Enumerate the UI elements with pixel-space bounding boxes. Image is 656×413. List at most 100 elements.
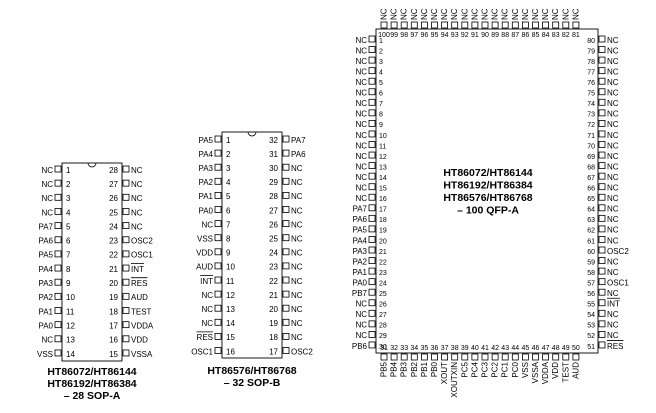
sop28-body — [61, 162, 123, 362]
pin-label: NC — [481, 8, 490, 20]
pin-box — [390, 353, 398, 361]
pin-label: NC — [291, 206, 303, 215]
pin-label: AUD — [131, 293, 148, 302]
pin1-notch — [247, 131, 257, 137]
pin-label: NC — [607, 268, 619, 277]
pin-number: 23 — [379, 270, 387, 277]
pin-number: 70 — [587, 143, 595, 150]
pin-box — [598, 267, 606, 275]
pin-number: 12 — [66, 321, 75, 330]
pin-number: 31 — [380, 345, 388, 352]
package-title: HT86576/HT86768 — [443, 192, 532, 204]
pin-label: PA6 — [352, 215, 367, 224]
pin-box — [368, 278, 376, 286]
pin-label: NC — [607, 131, 619, 140]
pin-label: RES — [131, 279, 147, 288]
pin-box — [54, 222, 62, 230]
pin-number: 30 — [379, 344, 387, 351]
pin-box — [282, 149, 290, 157]
pin-label: NC — [607, 67, 619, 76]
pin-number: 85 — [532, 32, 540, 39]
pin-number: 67 — [587, 175, 595, 182]
pin-label: NC — [531, 8, 540, 20]
pin-box — [282, 234, 290, 242]
pin-label: NC — [355, 89, 367, 98]
pin-number: 36 — [431, 345, 439, 352]
pin-label: PA7 — [38, 222, 53, 231]
pin-label: NC — [607, 194, 619, 203]
pin-number: 71 — [587, 133, 595, 140]
pin-number: 27 — [269, 206, 278, 215]
pin-box — [400, 353, 408, 361]
pin-box — [562, 353, 570, 361]
pin-label: XOUT — [440, 362, 449, 384]
pin-box — [598, 341, 606, 349]
pin-number: 86 — [522, 32, 530, 39]
pin-box — [122, 335, 130, 343]
pin-number: 95 — [431, 32, 439, 39]
pin-number: 99 — [390, 32, 398, 39]
pin-label: INT — [607, 300, 620, 309]
pin-number: 21 — [109, 265, 118, 274]
pin-number: 20 — [379, 238, 387, 245]
pin-label: NC — [440, 8, 449, 20]
pin-number: 28 — [269, 192, 278, 201]
pin-label: NC — [607, 289, 619, 298]
pin-number: 21 — [269, 291, 278, 300]
pin-number: 19 — [109, 293, 118, 302]
pin-box — [368, 77, 376, 85]
pin-box — [598, 278, 606, 286]
pin-box — [54, 292, 62, 300]
pin-label: NC — [607, 57, 619, 66]
pin-label: PC1 — [501, 361, 510, 377]
pin-box — [598, 46, 606, 53]
pin-number: 2 — [66, 180, 71, 189]
pin-label: NC — [380, 8, 389, 20]
pin-box — [54, 335, 62, 343]
pin-label: NC — [511, 8, 520, 20]
pin-number: 97 — [410, 32, 418, 39]
pin-label: NC — [607, 78, 619, 87]
pin-label: NC — [521, 8, 530, 20]
pin-label: NC — [41, 180, 53, 189]
pin-number: 6 — [226, 206, 231, 215]
pin-label: NC — [355, 173, 367, 182]
pin-label: NC — [355, 78, 367, 87]
pin-box — [122, 307, 130, 314]
pin-box — [368, 236, 376, 243]
pin1-notch — [87, 162, 97, 168]
pin-label: NC — [607, 236, 619, 245]
pin-number: 64 — [587, 207, 595, 214]
pin-box — [598, 98, 606, 106]
pin-label: NC — [607, 257, 619, 266]
package-title: – 28 SOP-A — [64, 390, 121, 402]
pin-label: NC — [291, 178, 303, 187]
pin-number: 12 — [226, 291, 235, 300]
pin-label: NC — [291, 277, 303, 286]
pin-label: VSS — [521, 362, 530, 378]
pin-number: 28 — [109, 166, 118, 175]
pin-number: 56 — [587, 291, 595, 298]
pin-box — [471, 353, 479, 361]
pin-label: INT — [131, 265, 144, 274]
pin-label: NC — [607, 110, 619, 119]
pin-box — [368, 309, 376, 317]
pin-number: 4 — [379, 69, 383, 76]
pin-box — [282, 290, 290, 298]
pin-box — [368, 151, 376, 159]
pin-box — [598, 56, 606, 64]
pin-number: 100 — [378, 32, 390, 39]
pin-label: PA0 — [198, 206, 213, 215]
pin-number: 27 — [109, 180, 118, 189]
pin-box — [368, 341, 376, 349]
pin-number: 77 — [587, 69, 595, 76]
pin-box — [54, 278, 62, 286]
pin-label: PA5 — [38, 251, 53, 260]
pin-number: 28 — [379, 323, 387, 330]
pin-box — [471, 21, 479, 29]
pin-box — [368, 109, 376, 117]
pin-number: 24 — [109, 222, 118, 231]
pin-number: 6 — [379, 91, 383, 98]
pin-box — [368, 214, 376, 222]
